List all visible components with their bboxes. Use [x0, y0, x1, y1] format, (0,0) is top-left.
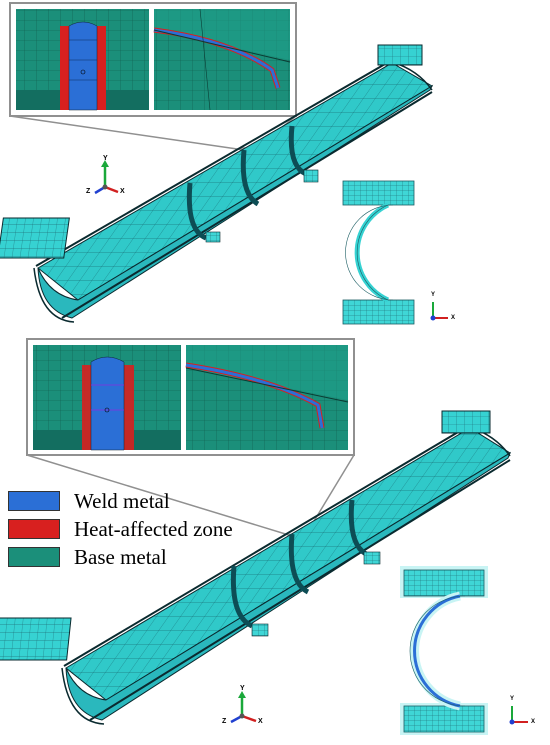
bottom-section-triad-y-label: Y — [510, 696, 515, 702]
legend-label-heat-affected-zone: Heat-affected zone — [74, 516, 233, 541]
top-section-triad-x-label: X — [451, 315, 456, 321]
bottom-model — [0, 338, 512, 735]
top-section-triad-y-label: Y — [431, 292, 436, 298]
bottom-axis-triad — [230, 691, 257, 724]
top-axis-triad — [94, 160, 119, 195]
base-metal-swatch — [8, 547, 60, 567]
top-triad-y-label: Y — [103, 155, 108, 162]
top-model — [0, 2, 434, 325]
bottom-section-triad-x-label: X — [531, 719, 536, 725]
top-section-axis-triad — [430, 302, 448, 321]
legend-label-weld-metal: Weld metal — [74, 488, 170, 513]
legend-label-base-metal: Base metal — [74, 544, 167, 569]
top-triad-z-label: Z — [86, 188, 91, 195]
bottom-weld-cross-section-view — [33, 345, 181, 451]
bottom-section-axis-triad — [509, 706, 528, 725]
bottom-weld-seam-view — [185, 345, 349, 450]
bottom-pipe — [0, 410, 512, 725]
top-weld-cross-section-view — [16, 9, 149, 111]
top-weld-seam-view — [153, 8, 291, 111]
bottom-section-view — [400, 566, 488, 735]
heat-affected-zone-swatch — [8, 519, 60, 539]
bottom-triad-x-label: X — [258, 718, 263, 725]
legend-item-weld-metal: Weld metal — [8, 488, 170, 514]
legend-item-heat-affected-zone: Heat-affected zone — [8, 516, 233, 542]
top-section-view — [342, 180, 415, 325]
top-triad-x-label: X — [120, 188, 125, 195]
bottom-triad-z-label: Z — [222, 718, 227, 725]
legend-item-base-metal: Base metal — [8, 544, 167, 570]
top-pipe — [0, 44, 434, 323]
bottom-triad-y-label: Y — [240, 685, 245, 692]
weld-metal-swatch — [8, 491, 60, 511]
